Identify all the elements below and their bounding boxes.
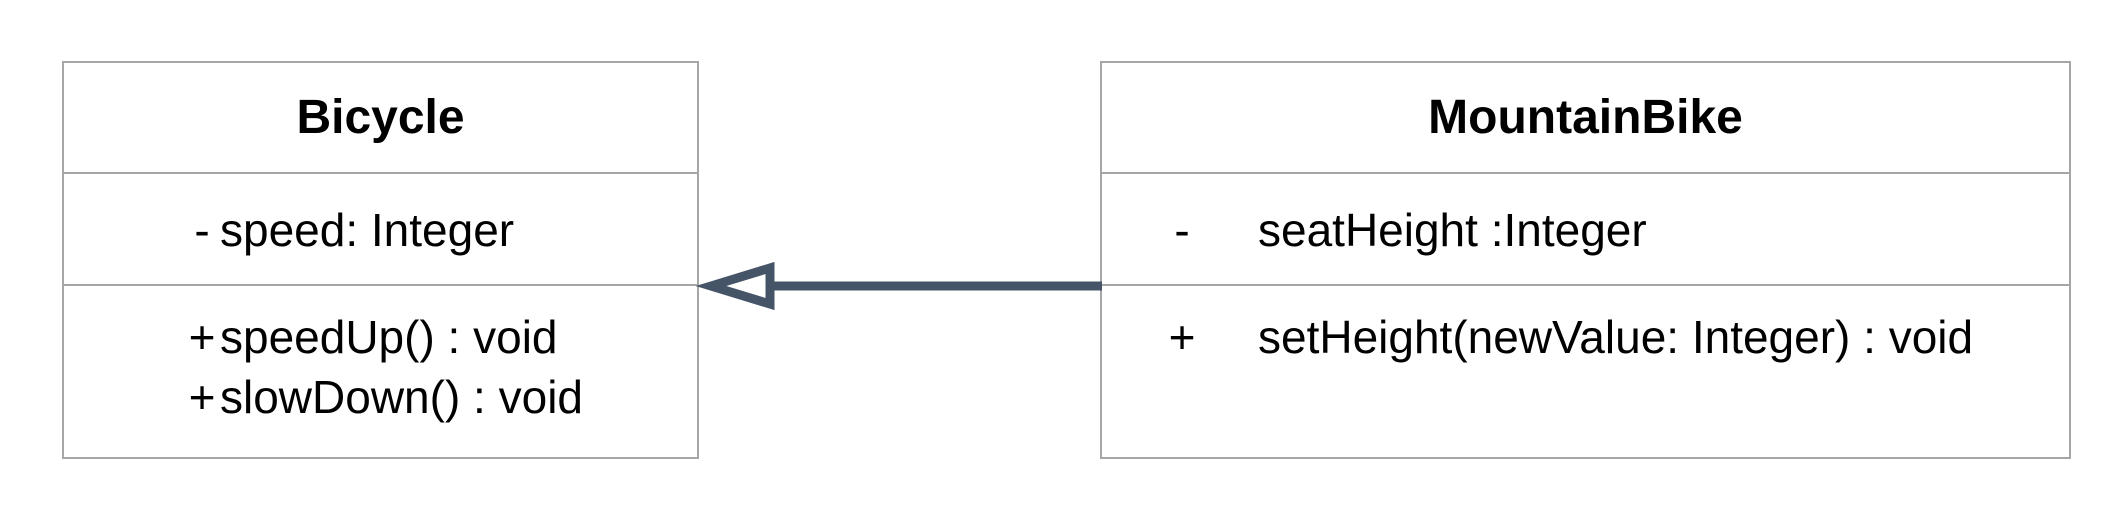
operation-signature: speedUp() : void — [220, 311, 558, 363]
visibility-marker: - — [194, 204, 210, 256]
attribute-signature: speed: Integer — [220, 204, 515, 256]
class-box-mountainbike: MountainBike - seatHeight :Integer + set… — [1100, 61, 2071, 459]
attributes-compartment: - speed: Integer — [64, 174, 697, 286]
attribute-row: - seatHeight :Integer — [1102, 200, 2069, 260]
class-box-bicycle: Bicycle - speed: Integer + speedUp() : v… — [62, 61, 699, 459]
operation-row: + slowDown() : void — [64, 367, 697, 427]
class-name: Bicycle — [64, 63, 697, 174]
attribute-row: - speed: Integer — [64, 200, 697, 260]
visibility-marker: + — [188, 311, 216, 363]
class-name: MountainBike — [1102, 63, 2069, 174]
operation-signature: slowDown() : void — [220, 371, 583, 423]
attributes-compartment: - seatHeight :Integer — [1102, 174, 2069, 286]
visibility-marker: + — [1168, 311, 1196, 363]
visibility-marker: + — [188, 371, 216, 423]
arrow-head-hollow-triangle — [695, 261, 775, 311]
visibility-marker: - — [1174, 204, 1190, 256]
operation-row: + speedUp() : void — [64, 307, 697, 367]
attribute-signature: seatHeight :Integer — [1258, 204, 1647, 256]
operation-row: + setHeight(newValue: Integer) : void — [1102, 307, 2069, 367]
operation-signature: setHeight(newValue: Integer) : void — [1258, 311, 1974, 363]
